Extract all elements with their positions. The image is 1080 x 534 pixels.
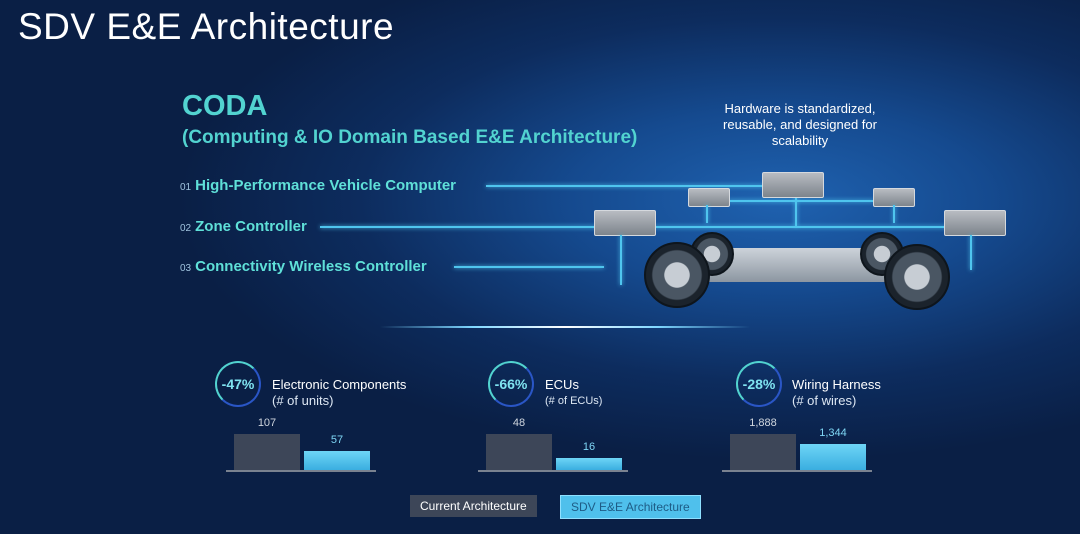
slide-title: SDV E&E Architecture — [18, 6, 395, 47]
item-number: 01 — [180, 182, 192, 193]
metric-unit: (# of units) — [272, 393, 334, 408]
bar-current — [730, 434, 796, 470]
metric-unit: (# of wires) — [792, 393, 857, 408]
zone-backbone — [652, 226, 952, 228]
item-label: High-Performance Vehicle Computer — [195, 177, 457, 194]
chart-baseline — [722, 470, 872, 472]
item-number: 03 — [180, 263, 192, 274]
bar-value-label: 16 — [582, 441, 596, 453]
network-icon — [620, 235, 622, 285]
metric-title: Electronic Components — [272, 377, 407, 392]
hardware-note: Hardware is standardized, reusable, and … — [723, 101, 877, 148]
connectivity-line — [454, 266, 604, 268]
network-icon — [893, 205, 895, 223]
zone-line — [320, 226, 600, 228]
chart-baseline — [478, 470, 628, 472]
bar-sdv — [556, 458, 622, 470]
bar-sdv — [304, 451, 370, 470]
hpvc-line — [486, 185, 766, 187]
change-badge: -47% — [215, 361, 261, 407]
metric-title: ECUs — [545, 377, 579, 392]
item-label: Zone Controller — [195, 218, 307, 235]
legend-current: Current Architecture — [410, 495, 537, 517]
metric-label: Wiring Harness(# of wires) — [792, 377, 881, 409]
bar-value-label: 48 — [512, 417, 526, 429]
legend-sdv: SDV E&E Architecture — [560, 495, 701, 519]
metric-unit: (# of ECUs) — [545, 395, 603, 407]
wheel-icon — [884, 244, 950, 310]
metric-label: Electronic Components(# of units) — [272, 377, 406, 409]
bar-value-label: 57 — [330, 434, 344, 446]
coda-subheading: (Computing & IO Domain Based E&E Archite… — [182, 127, 638, 148]
zone-controller-icon — [944, 210, 1006, 236]
bar-current — [234, 434, 300, 470]
change-badge: -66% — [488, 361, 534, 407]
vehicle-computer-icon — [762, 172, 824, 198]
bar-value-label: 107 — [257, 417, 277, 429]
chart-baseline — [226, 470, 376, 472]
zone-controller-icon — [688, 188, 730, 207]
bar-sdv — [800, 444, 866, 470]
divider-glow — [380, 326, 750, 328]
bar-value-label: 1,344 — [819, 427, 847, 439]
network-icon — [706, 205, 708, 223]
metric-title: Wiring Harness — [792, 377, 881, 392]
item-number: 02 — [180, 223, 192, 234]
network-icon — [970, 235, 972, 270]
bar-current — [486, 434, 552, 470]
wheel-icon — [644, 242, 710, 308]
item-label: Connectivity Wireless Controller — [195, 258, 427, 275]
change-badge: -28% — [736, 361, 782, 407]
hpvc-drop-line — [795, 195, 797, 227]
bar-value-label: 1,888 — [749, 417, 777, 429]
coda-heading: CODA — [182, 90, 268, 122]
upper-zone-line — [728, 200, 874, 202]
metric-label: ECUs (# of ECUs) — [545, 377, 602, 409]
zone-controller-icon — [594, 210, 656, 236]
